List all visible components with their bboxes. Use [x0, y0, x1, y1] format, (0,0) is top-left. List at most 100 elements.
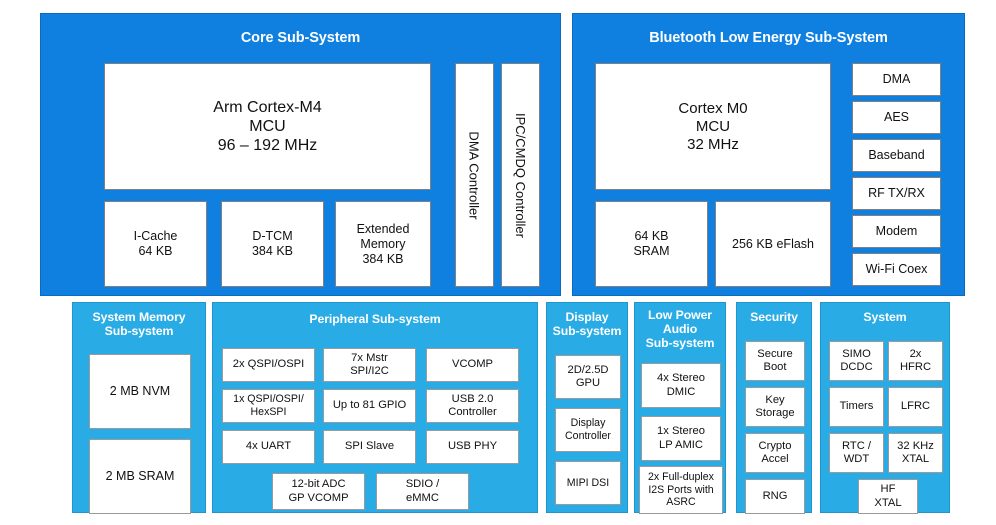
peripheral-block-gpio: Up to 81 GPIO — [323, 389, 416, 423]
display-block-mipi-dsi: MIPI DSI — [555, 461, 621, 505]
low-power-audio-block-i2s-asrc-line2: I2S Ports with — [648, 483, 714, 496]
ipc-cmdq-controller-box: IPC/CMDQ Controller — [501, 63, 540, 287]
system-block-rtc-wdt-line2: WDT — [843, 453, 870, 465]
system-block-hf-xtal-line1: HF — [880, 483, 896, 496]
security-block-key-storage-line2: Storage — [755, 407, 795, 419]
low-power-audio-block-lp-amic-line1: 1x Stereo — [657, 425, 705, 438]
system-memory-title-line2: Sub-system — [104, 323, 174, 338]
core-mcu-line1: Arm Cortex-M4 — [213, 98, 322, 116]
security-block-secure-boot-line1: Secure — [757, 347, 793, 360]
ble-block-aes-label: AES — [883, 110, 909, 124]
core-memory-extended-line1: Extended — [356, 221, 410, 236]
security-title: Security — [750, 310, 798, 324]
peripheral-block-usb-phy: USB PHY — [426, 430, 519, 464]
dma-controller-box: DMA Controller — [455, 63, 494, 287]
core-memory-dtcm-line1: D-TCM — [252, 229, 293, 243]
core-memory-dtcm-line2: 384 KB — [251, 244, 293, 258]
security-block-secure-boot: Secure Boot — [745, 341, 805, 381]
ble-block-wifi-coex-label: Wi-Fi Coex — [865, 262, 928, 276]
low-power-audio-block-lp-amic: 1x Stereo LP AMIC — [641, 416, 721, 461]
system-block-lfrc-line1: LFRC — [900, 400, 931, 413]
system-block-hf-xtal: HF XTAL — [858, 479, 918, 514]
peripheral-block-uart-line1: 4x UART — [245, 440, 292, 453]
core-memory-extended-line3: 384 KB — [362, 251, 404, 266]
system-block-simo-dcdc-line2: DCDC — [840, 361, 873, 373]
security-block-key-storage-line1: Key — [765, 393, 785, 406]
peripheral-subsystem-panel: Peripheral Sub-system 2x QSPI/OSPI 7x Ms… — [212, 302, 538, 513]
peripheral-block-usb20-controller-line2: Controller — [448, 406, 497, 418]
system-memory-title-line1: System Memory — [92, 310, 186, 324]
system-block-simo-dcdc-line1: SIMO — [842, 347, 871, 360]
display-subsystem-title: Display Sub-system — [547, 310, 627, 339]
core-mcu-box: Arm Cortex-M4 MCU 96 – 192 MHz — [104, 63, 431, 190]
peripheral-block-uart: 4x UART — [222, 430, 315, 464]
low-power-audio-block-dmic-line1: 4x Stereo — [657, 372, 705, 385]
display-title-line1: Display — [565, 310, 609, 324]
system-panel: System SIMO DCDC 2x HFRC Timers LFRC RTC… — [820, 302, 950, 514]
display-block-controller-line1: Display — [570, 417, 606, 430]
system-block-simo-dcdc: SIMO DCDC — [829, 341, 884, 381]
peripheral-block-qspi-ospi-2x-line1: 2x QSPI/OSPI — [232, 358, 305, 371]
security-block-crypto-accel: Crypto Accel — [745, 433, 805, 473]
peripheral-block-qspi-ospi-2x: 2x QSPI/OSPI — [222, 348, 315, 382]
ble-memory-sram-line2: SRAM — [633, 244, 670, 258]
peripheral-block-vcomp: VCOMP — [426, 348, 519, 382]
peripheral-block-qspi-ospi-hexspi: 1x QSPI/OSPI/ HexSPI — [222, 389, 315, 423]
system-memory-subsystem-title: System Memory Sub-system — [73, 310, 205, 339]
ble-memory-sram: 64 KB SRAM — [595, 201, 708, 287]
peripheral-block-sdio-emmc-line2: eMMC — [406, 491, 439, 504]
peripheral-block-adc-gp-vcomp-line2: GP VCOMP — [288, 491, 349, 504]
system-block-hfrc-line1: 2x — [909, 347, 922, 360]
ble-block-dma: DMA — [852, 63, 941, 96]
ble-subsystem-panel: Bluetooth Low Energy Sub-System Cortex M… — [572, 13, 965, 296]
system-title: System — [863, 310, 907, 324]
display-block-gpu-line2: GPU — [575, 377, 601, 389]
core-subsystem-title: Core Sub-System — [240, 30, 361, 46]
system-memory-block-sram: 2 MB SRAM — [89, 439, 191, 514]
low-power-audio-subsystem-panel: Low Power Audio Sub-system 4x Stereo DMI… — [634, 302, 726, 514]
ble-block-modem: Modem — [852, 215, 941, 248]
low-power-audio-subsystem-title: Low Power Audio Sub-system — [635, 308, 725, 350]
low-power-audio-block-i2s-asrc: 2x Full-duplex I2S Ports with ASRC — [639, 466, 723, 514]
system-block-32khz-xtal-line2: XTAL — [901, 453, 930, 465]
peripheral-block-mstr-spi-i2c-line1: 7x Mstr — [351, 351, 388, 364]
ble-mcu-box: Cortex M0 MCU 32 MHz — [595, 63, 831, 190]
security-block-key-storage: Key Storage — [745, 387, 805, 427]
core-memory-icache-line1: I-Cache — [133, 229, 178, 243]
ble-block-modem-label: Modem — [875, 224, 918, 238]
ble-mcu-line3: 32 MHz — [687, 135, 739, 153]
dma-controller-label: DMA Controller — [467, 130, 483, 220]
system-block-rtc-wdt-line1: RTC / — [841, 439, 871, 452]
display-block-gpu-line1: 2D/2.5D — [567, 363, 609, 376]
system-block-hfrc-line2: HFRC — [899, 361, 932, 373]
core-memory-dtcm: D-TCM 384 KB — [221, 201, 324, 287]
security-block-crypto-accel-line2: Accel — [761, 453, 789, 465]
display-block-controller-line2: Controller — [565, 430, 611, 442]
system-block-hfrc: 2x HFRC — [888, 341, 943, 381]
ble-block-aes: AES — [852, 101, 941, 134]
peripheral-block-adc-gp-vcomp: 12-bit ADC GP VCOMP — [272, 473, 365, 510]
security-block-crypto-accel-line1: Crypto — [758, 439, 792, 452]
peripheral-subsystem-title: Peripheral Sub-system — [309, 312, 441, 326]
ipc-cmdq-controller-label: IPC/CMDQ Controller — [513, 112, 528, 238]
system-memory-subsystem-panel: System Memory Sub-system 2 MB NVM 2 MB S… — [72, 302, 206, 514]
ble-block-dma-label: DMA — [882, 72, 911, 86]
ble-memory-sram-line1: 64 KB — [634, 229, 669, 243]
display-block-controller: Display Controller — [555, 408, 621, 452]
security-block-secure-boot-line2: Boot — [763, 361, 787, 373]
system-memory-block-nvm-label: 2 MB NVM — [109, 384, 171, 398]
low-power-audio-block-i2s-asrc-line3: ASRC — [666, 496, 696, 509]
peripheral-block-vcomp-line1: VCOMP — [451, 358, 494, 371]
system-block-timers: Timers — [829, 387, 884, 427]
display-block-gpu: 2D/2.5D GPU — [555, 355, 621, 399]
security-block-rng: RNG — [745, 479, 805, 514]
low-power-audio-block-dmic-line2: DMIC — [666, 385, 696, 398]
low-power-audio-title-line2: Audio — [662, 321, 698, 336]
peripheral-block-usb20-controller-line1: USB 2.0 — [451, 392, 494, 405]
low-power-audio-title-line1: Low Power — [647, 308, 712, 322]
peripheral-block-sdio-emmc-line1: SDIO / — [405, 478, 440, 491]
ble-memory-eflash-line1: 256 KB eFlash — [732, 236, 814, 251]
peripheral-block-mstr-spi-i2c-line2: SPI/I2C — [350, 365, 389, 377]
security-panel: Security Secure Boot Key Storage Crypto … — [736, 302, 812, 514]
ble-block-rf-tx-rx-label: RF TX/RX — [868, 186, 925, 200]
